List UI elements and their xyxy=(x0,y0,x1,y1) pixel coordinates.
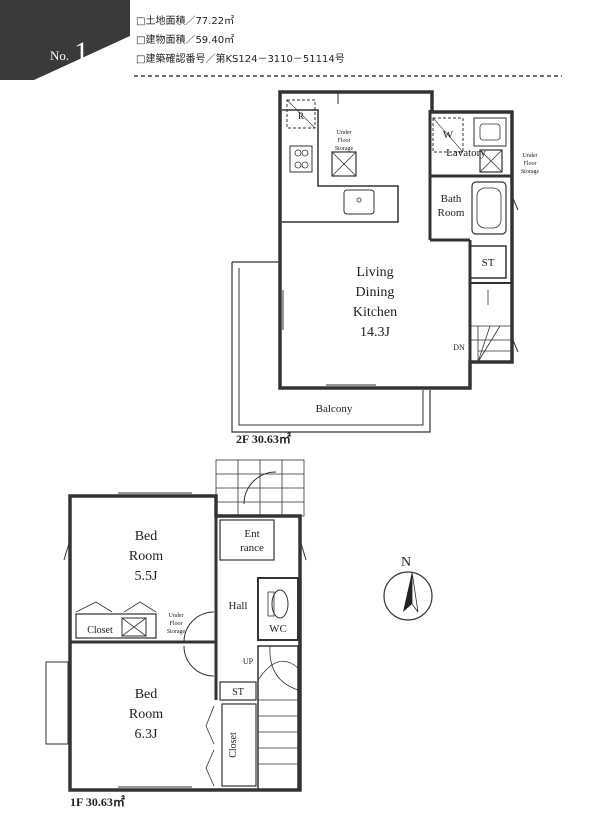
underfloor-lav-2: Floor xyxy=(523,161,536,167)
bed2-label-3: 6.3J xyxy=(135,727,159,742)
floor-1-labels: Bed Room 5.5J Bed Room 6.3J Ent rance Ha… xyxy=(70,528,287,809)
dn-label: DN xyxy=(453,343,465,352)
badge-prefix: No. xyxy=(50,48,69,63)
compass: N xyxy=(383,555,433,621)
bed2-label-2: Room xyxy=(129,707,163,722)
underfloor-1f-1: Under xyxy=(169,613,184,619)
bed1-label-1: Bed xyxy=(135,529,158,544)
plan-number-badge: No. 1 xyxy=(0,0,130,80)
fridge-label: R xyxy=(298,111,304,121)
up-label: UP xyxy=(243,657,254,666)
st-2f-label: ST xyxy=(482,257,495,269)
floor-2-area-label: 2F 30.63㎡ xyxy=(236,431,291,446)
compass-north-label: N xyxy=(401,555,411,570)
compass-circle xyxy=(383,571,433,621)
wc-label: WC xyxy=(269,623,287,635)
floor-2-labels: Living Dining Kitchen 14.3J Bath Room La… xyxy=(236,111,540,446)
floor-1-plan xyxy=(45,459,307,792)
floor-2-plan xyxy=(231,90,519,433)
permit-number: □建築確認番号／第KS124－3110－51114号 xyxy=(136,54,345,65)
underfloor-kitchen-2: Floor xyxy=(337,138,350,144)
entrance-label-2: rance xyxy=(240,542,264,554)
entrance-label-1: Ent xyxy=(244,528,259,540)
bed2-label-1: Bed xyxy=(135,687,158,702)
lavatory-label: Lavatory xyxy=(446,147,486,159)
washer-label: W xyxy=(443,129,454,141)
balcony-label: Balcony xyxy=(316,403,353,415)
ldk-label-1: Living xyxy=(356,265,393,280)
ldk-label-4: 14.3J xyxy=(360,325,391,340)
badge-number: 1 xyxy=(74,36,89,69)
building-area: □建物面積／59.40㎡ xyxy=(136,35,235,46)
bed1-label-3: 5.5J xyxy=(135,569,159,584)
ldk-label-2: Dining xyxy=(356,285,395,300)
hall-label: Hall xyxy=(229,600,248,612)
property-info: □土地面積／77.22㎡ □建物面積／59.40㎡ □建築確認番号／第KS124… xyxy=(136,12,345,69)
st-1f-label: ST xyxy=(232,687,244,698)
ldk-label-3: Kitchen xyxy=(353,305,397,320)
underfloor-lav-1: Under xyxy=(523,153,538,159)
bath-label-1: Bath xyxy=(441,193,462,205)
bath-label-2: Room xyxy=(438,207,465,219)
underfloor-kitchen-3: Storage xyxy=(335,146,354,152)
underfloor-1f-3: Storage xyxy=(167,629,186,635)
underfloor-1f-2: Floor xyxy=(169,621,182,627)
closet2-label: Closet xyxy=(228,732,239,758)
closet1-label: Closet xyxy=(87,625,113,636)
land-area: □土地面積／77.22㎡ xyxy=(136,16,235,27)
bed1-label-2: Room xyxy=(129,549,163,564)
underfloor-kitchen-1: Under xyxy=(337,130,352,136)
compass-needle-icon xyxy=(403,572,412,612)
floor-1-area-label: 1F 30.63㎡ xyxy=(70,794,125,809)
underfloor-lav-3: Storage xyxy=(521,169,540,175)
